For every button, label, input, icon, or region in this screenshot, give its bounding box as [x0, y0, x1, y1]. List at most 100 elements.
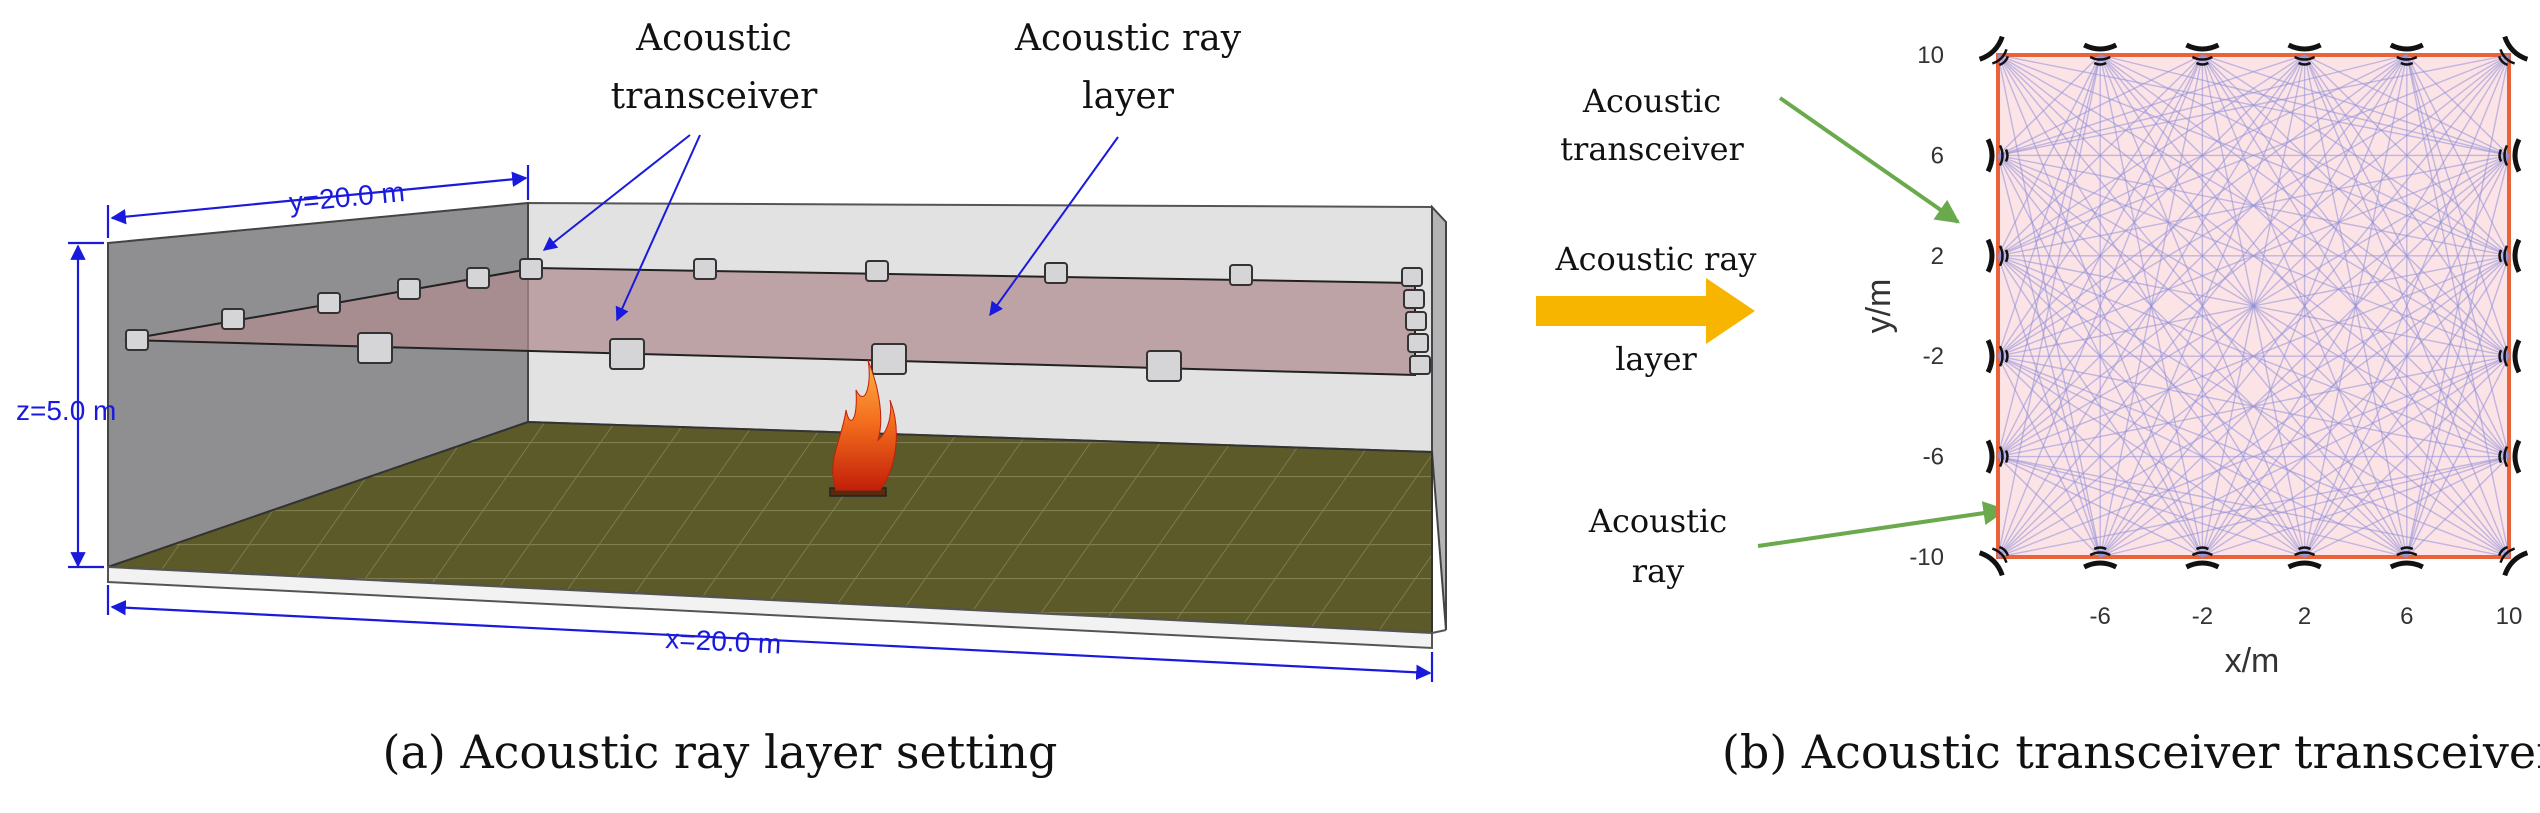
transceiver-marker [1985, 238, 2009, 273]
acoustic-ray [1997, 355, 2101, 558]
transceiver-marker [2389, 42, 2424, 66]
acoustic-ray [1997, 154, 2510, 257]
transceiver-front-4 [1146, 350, 1182, 382]
acoustic-ray [1997, 255, 2306, 558]
right-wall [1431, 204, 1447, 631]
label-acoustic-transceiver-b1: Acoustic [1582, 82, 1721, 120]
transceiver-left-2 [221, 308, 245, 330]
pointer-ray [1757, 501, 2008, 548]
panel-a-room-diagram: y=20.0 m z=5.0 m x=20.0 m Acoustic trans… [16, 18, 1447, 779]
annotation-pointers [542, 134, 1119, 322]
y-tick-label: -10 [1909, 544, 1944, 571]
transceiver-front-1 [357, 332, 393, 364]
dim-x-label: x=20.0 m [665, 623, 782, 660]
transceiver-right-4 [1407, 333, 1429, 353]
acoustic-ray [1997, 54, 2203, 157]
transceiver-marker [2287, 42, 2322, 66]
transceiver-right-5 [1409, 355, 1431, 375]
y-axis-label: y/m [1860, 279, 1898, 334]
acoustic-ray [1997, 54, 2510, 157]
transceivers-3d [125, 258, 1431, 382]
acoustic-ray [1997, 456, 2101, 558]
acoustic-ray [2099, 54, 2510, 558]
acoustic-ray [1997, 355, 2203, 558]
acoustic-ray [1997, 255, 2203, 558]
label-acoustic-transceiver-a2: transceiver [611, 76, 818, 117]
dim-y-label: y=20.0 m [288, 176, 406, 218]
y-tick-label: -2 [1923, 343, 1944, 370]
y-tick-label: 2 [1931, 243, 1944, 270]
transceiver-left-3 [317, 292, 341, 314]
acoustic-ray [1997, 155, 2204, 558]
acoustic-ray [1997, 54, 2305, 157]
transceiver-marker [1978, 35, 2010, 67]
caption-b: (b) Acoustic transceiver transceiver [1722, 725, 2540, 779]
label-acoustic-ray-b2: ray [1632, 552, 1684, 590]
acoustic-ray [2303, 54, 2510, 558]
label-ray-layer-a1: Acoustic ray [1014, 18, 1242, 59]
transceiver-marker [2498, 138, 2522, 173]
transceiver-front-2 [609, 338, 645, 370]
acoustic-ray [1997, 154, 2510, 458]
transceiver-right-2 [1403, 289, 1425, 309]
transceiver-marker [1978, 545, 2010, 577]
dim-z-label: z=5.0 m [16, 395, 116, 426]
transceiver-markers [1978, 35, 2529, 577]
label-ray-layer-b1: Acoustic ray [1555, 240, 1757, 278]
caption-a: (a) Acoustic ray layer setting [383, 725, 1058, 779]
panel-b-annotations: Acoustic ray layer Acoustic transceiver … [1536, 82, 2008, 590]
x-tick-label: 6 [2400, 603, 2413, 630]
dimension-lines [68, 165, 1434, 682]
transceiver-marker [1985, 138, 2009, 173]
label-acoustic-ray-b1: Acoustic [1588, 502, 1727, 540]
transceiver-marker [1985, 339, 2009, 374]
acoustic-ray [1997, 355, 2510, 558]
acoustic-ray [1997, 255, 2408, 558]
acoustic-ray [1997, 154, 2510, 357]
acoustic-ray [1997, 54, 2101, 156]
transceiver-marker [2498, 439, 2522, 474]
x-tick-label: -6 [2090, 603, 2111, 630]
transceiver-front-3 [871, 343, 907, 375]
transceiver-marker [2287, 546, 2322, 570]
transceiver-marker [2185, 42, 2220, 66]
acoustic-ray [1997, 255, 2101, 558]
label-acoustic-transceiver-b2: transceiver [1560, 130, 1744, 168]
transceiver-marker [1985, 439, 2009, 474]
acoustic-ray [1997, 455, 2407, 558]
transceiver-marker [2083, 42, 2118, 66]
transceiver-back-2 [865, 260, 889, 282]
y-tick-label: -6 [1923, 444, 1944, 471]
transceiver-marker [2497, 545, 2529, 577]
transceiver-marker [2497, 35, 2529, 67]
transceiver-marker [2185, 546, 2220, 570]
fire-source [829, 359, 897, 497]
yellow-arrow [1536, 278, 1755, 344]
label-ray-layer-b2: layer [1615, 340, 1697, 378]
transceiver-back-3 [1044, 262, 1068, 284]
ray-network [1997, 54, 2510, 558]
acoustic-ray [1997, 154, 2510, 558]
transceiver-left-6 [519, 258, 543, 280]
transceiver-back-4 [1229, 264, 1253, 286]
x-tick-label: 2 [2298, 603, 2311, 630]
acoustic-ray [1997, 154, 2306, 558]
label-acoustic-transceiver-a1: Acoustic [635, 18, 792, 59]
acoustic-ray [1997, 154, 2408, 558]
y-tick-label: 6 [1931, 142, 1944, 169]
transceiver-left-1 [125, 329, 149, 351]
label-ray-layer-a2: layer [1082, 76, 1175, 117]
acoustic-ray [1997, 455, 2203, 558]
transceiver-left-5 [466, 267, 490, 289]
transceiver-marker [2083, 546, 2118, 570]
transceiver-left-4 [397, 278, 421, 300]
acoustic-ray [1997, 54, 2407, 157]
acoustic-ray [1997, 155, 2101, 558]
pointer-transceiver [1778, 96, 1960, 224]
x-axis-label: x/m [2225, 642, 2280, 680]
x-tick-label: 10 [2496, 603, 2523, 630]
transceiver-marker [2498, 238, 2522, 273]
